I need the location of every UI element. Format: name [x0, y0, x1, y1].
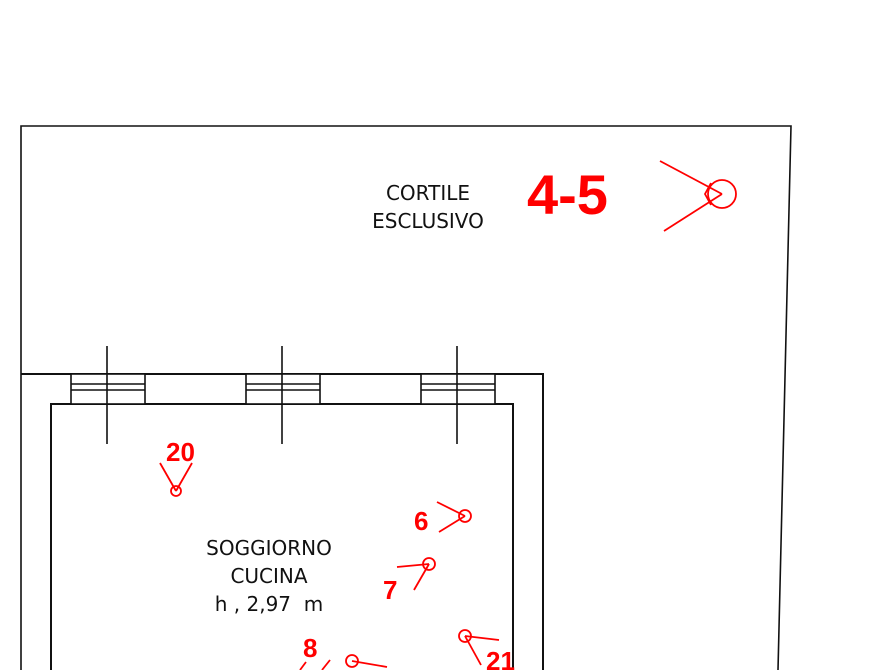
viewpoint-20 — [159, 462, 193, 497]
viewpoint-label-21: 21 — [486, 646, 515, 670]
viewpoint-7 — [396, 557, 436, 591]
viewpoint-label-8: 8 — [303, 633, 317, 663]
window-right — [420, 346, 496, 444]
courtyard-label-line2: ESCLUSIVO — [372, 209, 484, 233]
window-left — [70, 346, 146, 444]
window-center — [245, 346, 321, 444]
courtyard-label-line1: CORTILE — [386, 181, 470, 205]
viewpoint-label-20: 20 — [166, 437, 195, 467]
viewpoint-8 — [299, 654, 388, 670]
living-room-label-line2: CUCINA — [230, 564, 307, 588]
viewpoint-4-5 — [659, 160, 737, 232]
viewpoint-label-4-5: 4-5 — [527, 163, 608, 226]
viewpoint-label-7: 7 — [383, 575, 397, 605]
viewpoint-6 — [436, 501, 472, 533]
building-outer-wall — [21, 373, 544, 670]
viewpoint-label-6: 6 — [414, 506, 428, 536]
courtyard-boundary — [20, 125, 792, 670]
living-room-label-line1: SOGGIORNO — [206, 536, 332, 560]
viewpoint-21 — [458, 629, 500, 666]
living-room-height: h , 2,97 m — [215, 592, 323, 616]
